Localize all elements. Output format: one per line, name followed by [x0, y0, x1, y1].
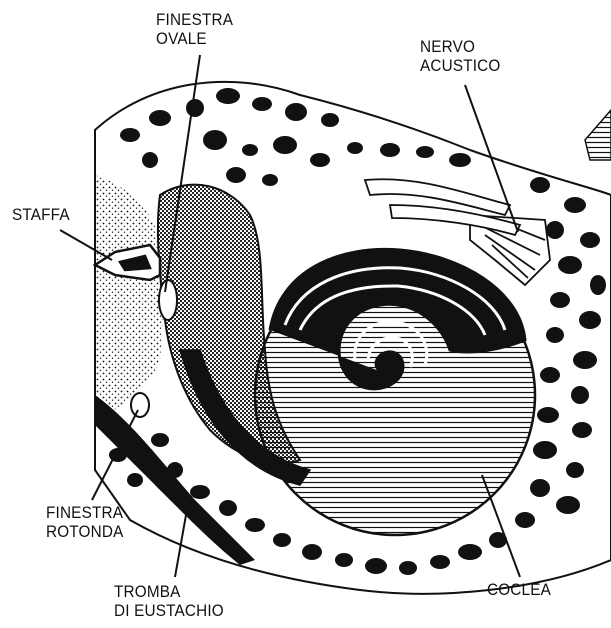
- label-nervo-acustico: NERVO ACUSTICO: [420, 37, 501, 75]
- label-finestra-ovale: FINESTRA OVALE: [156, 10, 233, 48]
- oval-window: [159, 280, 177, 320]
- bone-corner: [585, 110, 611, 160]
- round-window: [131, 393, 149, 417]
- label-finestra-rotonda: FINESTRA ROTONDA: [46, 503, 123, 541]
- label-coclea: COCLEA: [487, 580, 551, 599]
- label-staffa: STAFFA: [12, 205, 70, 224]
- label-tromba-di-eustachio: TROMBA DI EUSTACHIO: [114, 582, 224, 620]
